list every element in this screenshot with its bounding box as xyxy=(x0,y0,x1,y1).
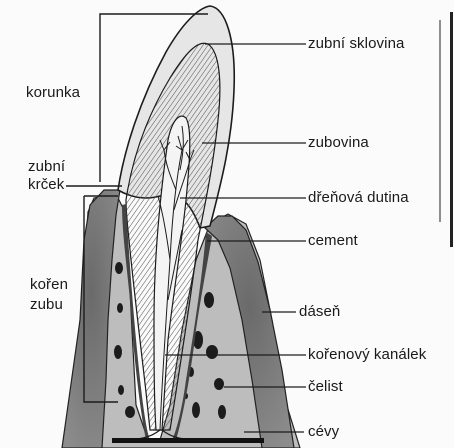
label-dentin: zubovina xyxy=(308,134,369,151)
label-pulp-cavity: dřeňová dutina xyxy=(308,189,409,206)
label-crown: korunka xyxy=(26,84,80,101)
label-cement: cement xyxy=(308,232,358,249)
label-jaw: čelist xyxy=(308,378,343,395)
label-root-line2: zubu xyxy=(30,296,63,313)
label-enamel: zubní sklovina xyxy=(308,35,404,52)
label-neck-line1: zubní xyxy=(28,158,65,175)
label-root-line1: kořen xyxy=(30,276,68,293)
label-gum: dáseň xyxy=(299,303,340,320)
vessel-bar xyxy=(112,438,264,443)
label-neck-line2: krček xyxy=(28,176,64,193)
label-vessels: cévy xyxy=(308,423,339,440)
side-panel-edge xyxy=(450,12,453,247)
label-root-canal: kořenový kanálek xyxy=(308,346,426,363)
